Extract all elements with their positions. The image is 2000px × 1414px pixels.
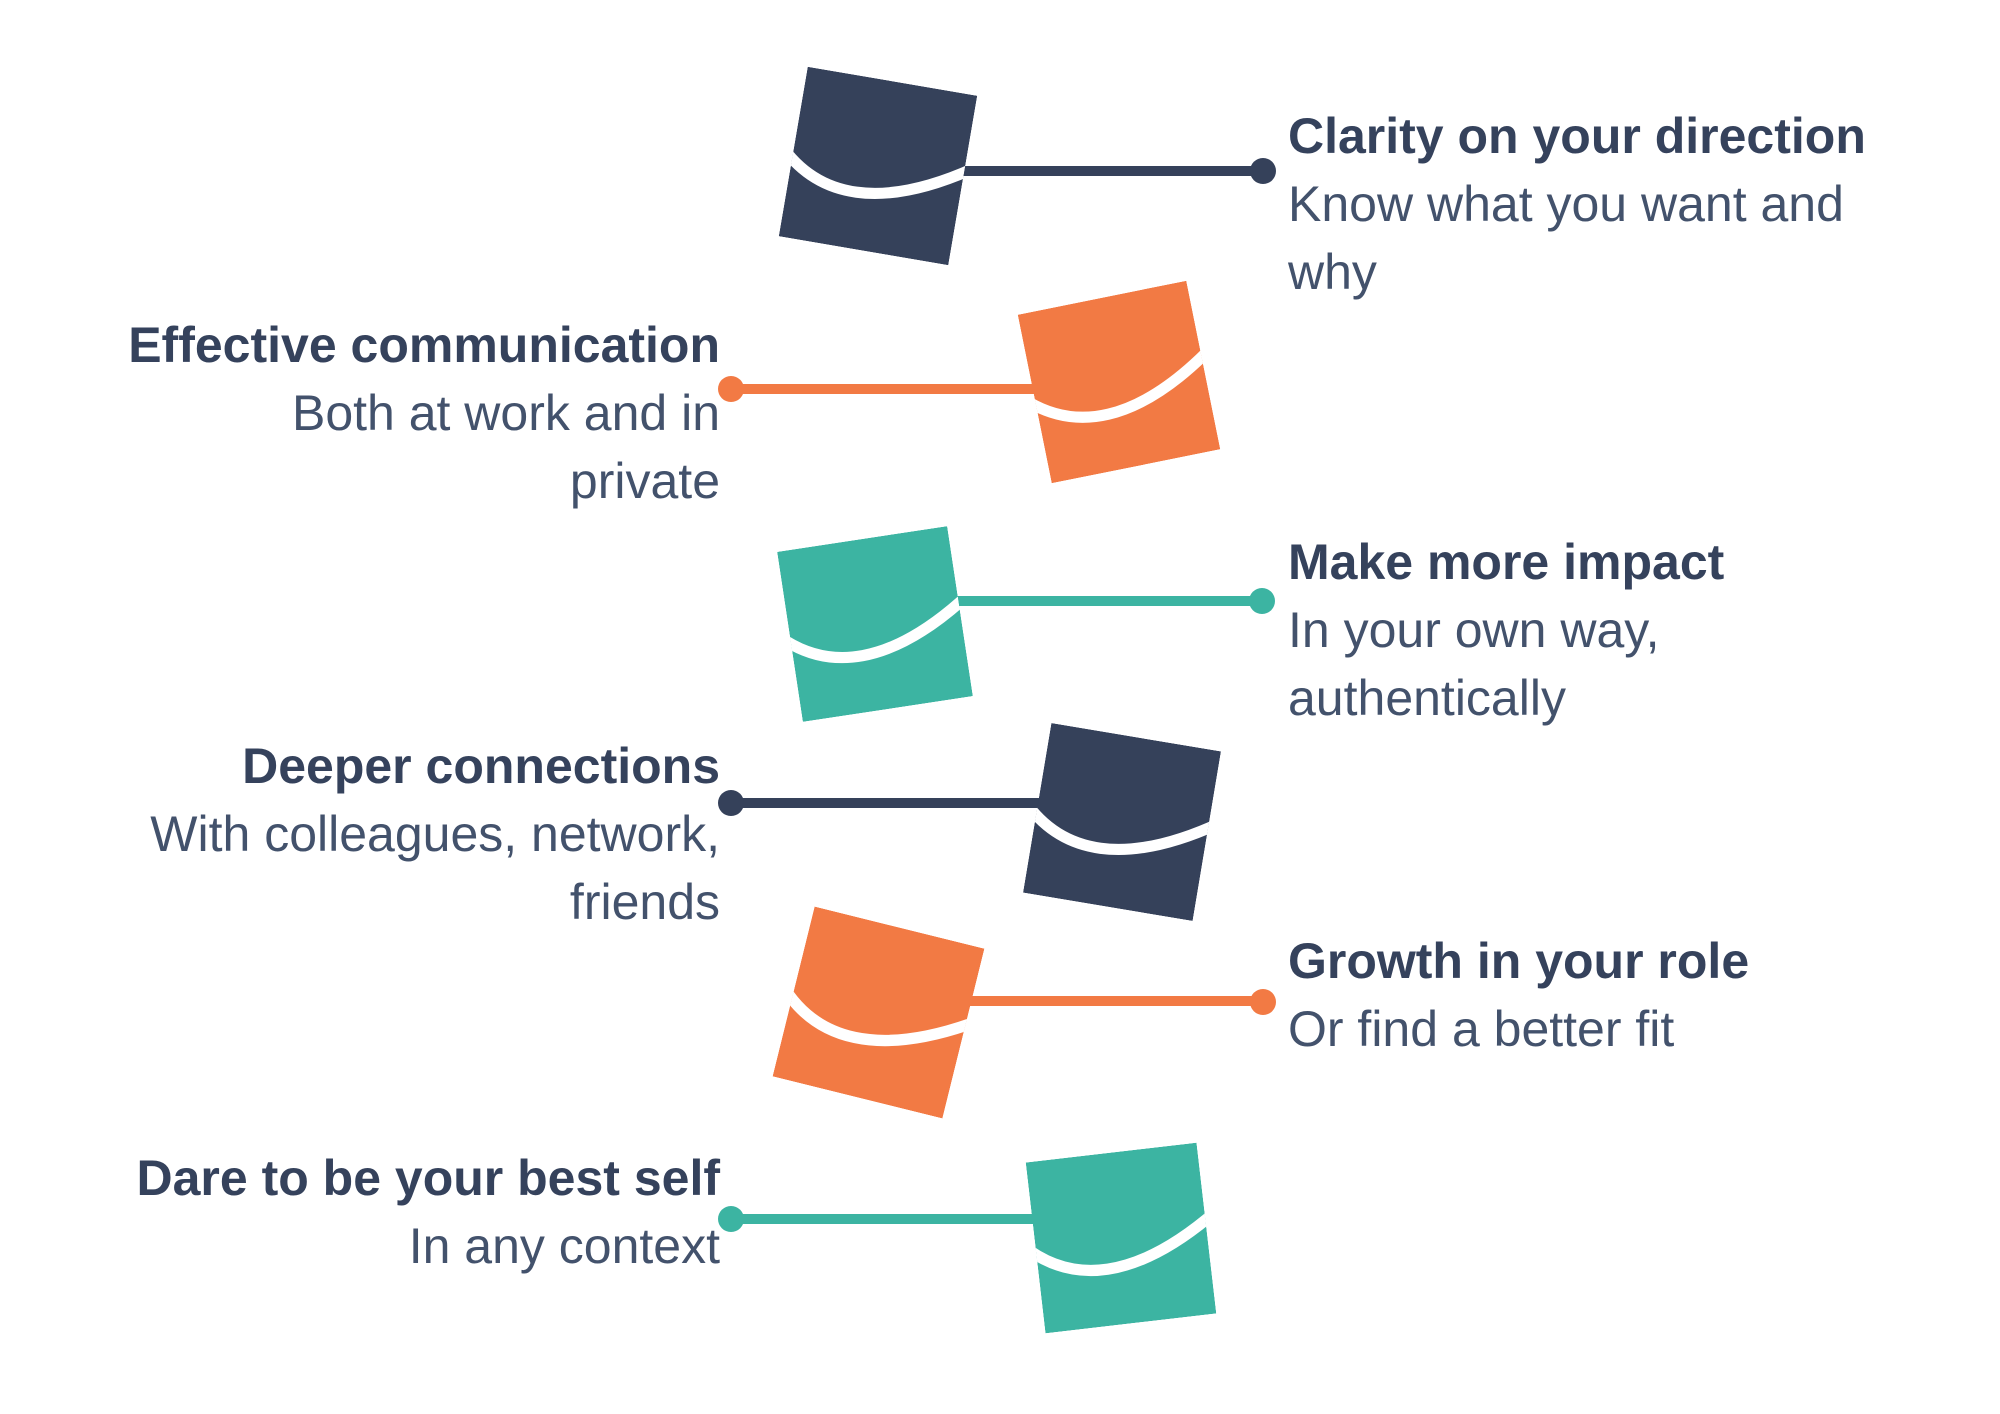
benefit-subtitle-line: In your own way, xyxy=(1288,602,1660,658)
connector-line xyxy=(900,166,1262,176)
benefit-subtitle-line: why xyxy=(1288,244,1377,300)
benefit-title: Deeper connections xyxy=(242,738,720,794)
connector-dot xyxy=(1250,989,1276,1015)
benefit-title: Effective communication xyxy=(128,317,720,373)
square-swoosh-logo-icon xyxy=(1023,723,1221,921)
benefit-subtitle-line: private xyxy=(569,453,720,509)
benefit-item: Growth in your role Or find a better fit xyxy=(1288,927,1978,1063)
connector-dot xyxy=(718,376,744,402)
square-swoosh-logo-icon xyxy=(773,907,985,1119)
connector-line xyxy=(900,596,1262,606)
benefit-item: Clarity on your direction Know what you … xyxy=(1288,102,1978,306)
benefit-subtitle-line: authentically xyxy=(1288,670,1566,726)
benefit-subtitle-line: Both at work and in xyxy=(291,385,720,441)
benefit-item: Effective communication Both at work and… xyxy=(30,311,720,515)
connector-dot xyxy=(1250,158,1276,184)
square-swoosh-logo-icon xyxy=(1026,1143,1217,1334)
connector-dot xyxy=(718,1206,744,1232)
benefit-item: Deeper connections With colleagues, netw… xyxy=(30,732,720,936)
connector-dot xyxy=(1249,588,1275,614)
benefit-title: Clarity on your direction xyxy=(1288,108,1866,164)
square-swoosh-logo-icon xyxy=(777,526,973,722)
benefit-subtitle-line: Or find a better fit xyxy=(1288,1001,1675,1057)
connector-line xyxy=(731,384,1100,394)
connector-dot xyxy=(718,790,744,816)
square-swoosh-logo-icon xyxy=(1018,281,1221,484)
benefit-item: Dare to be your best self In any context xyxy=(30,1144,721,1280)
benefit-item: Make more impact In your own way, authen… xyxy=(1288,528,1978,732)
benefit-title: Dare to be your best self xyxy=(136,1150,721,1206)
connector-line xyxy=(731,798,1100,808)
benefit-subtitle-line: Know what you want and xyxy=(1288,176,1844,232)
benefit-subtitle-line: friends xyxy=(569,874,720,930)
benefit-title: Make more impact xyxy=(1288,534,1725,590)
benefit-title: Growth in your role xyxy=(1288,933,1750,989)
connector-line xyxy=(900,996,1262,1006)
connector-line xyxy=(731,1214,1100,1224)
square-swoosh-logo-icon xyxy=(779,67,978,266)
benefit-subtitle-line: In any context xyxy=(408,1218,720,1274)
benefit-subtitle-line: With colleagues, network, xyxy=(150,806,720,862)
